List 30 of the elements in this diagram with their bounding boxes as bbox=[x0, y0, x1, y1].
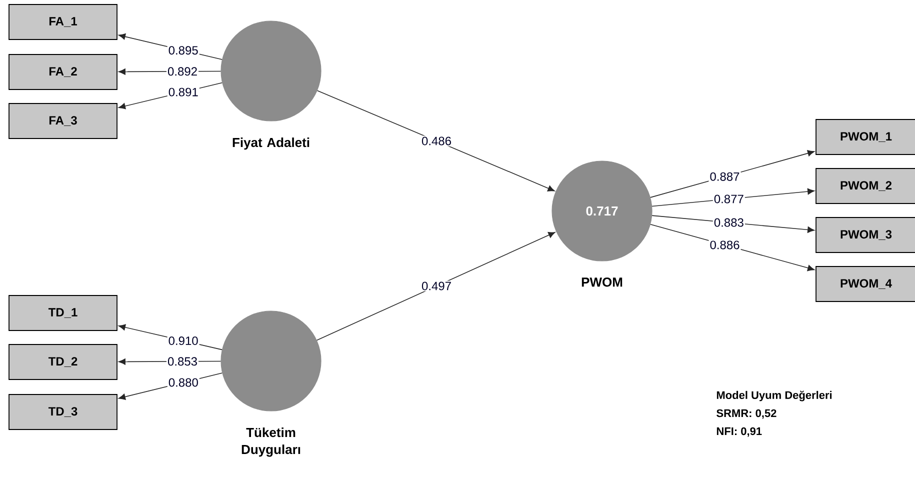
arrow bbox=[316, 90, 555, 192]
indicator-box: TD_1 bbox=[8, 295, 118, 331]
edge-label: 0.891 bbox=[168, 88, 198, 96]
indicator-box: FA_3 bbox=[8, 103, 118, 139]
indicator-box: TD_3 bbox=[8, 394, 118, 430]
indicator-box: PWOM_3 bbox=[816, 217, 915, 253]
indicator-box: PWOM_4 bbox=[816, 266, 915, 302]
indicator-box: PWOM_1 bbox=[816, 119, 915, 155]
edge-label: 0.895 bbox=[168, 46, 198, 55]
edge-label: 0.887 bbox=[710, 172, 740, 181]
edge-label: 0.497 bbox=[422, 282, 451, 290]
edge-label: 0.886 bbox=[710, 240, 740, 250]
edge-label: 0.910 bbox=[168, 336, 198, 345]
indicator-box: FA_1 bbox=[8, 4, 118, 40]
construct-label: PWOM bbox=[582, 278, 622, 287]
edge-label: 0.883 bbox=[714, 218, 744, 227]
fit-note: SRMR: 0,52 bbox=[716, 409, 776, 419]
indicator-box: TD_2 bbox=[8, 344, 118, 380]
construct-label: Tüketim Duyguları bbox=[242, 428, 300, 457]
fit-note: NFI: 0,91 bbox=[716, 427, 762, 437]
construct-label: Fiyat Adaleti bbox=[232, 138, 310, 150]
edge-label: 0.486 bbox=[422, 136, 451, 146]
indicator-box: FA_2 bbox=[8, 54, 118, 90]
edge-label: 0.892 bbox=[168, 67, 197, 76]
edge-label: 0.877 bbox=[714, 194, 744, 204]
edge-label: 0.880 bbox=[168, 378, 198, 387]
edge-label: 0.853 bbox=[168, 357, 197, 366]
arrow bbox=[316, 232, 556, 341]
indicator-box: PWOM_2 bbox=[816, 168, 915, 204]
fit-note: Model Uyum Değerleri bbox=[716, 390, 832, 402]
